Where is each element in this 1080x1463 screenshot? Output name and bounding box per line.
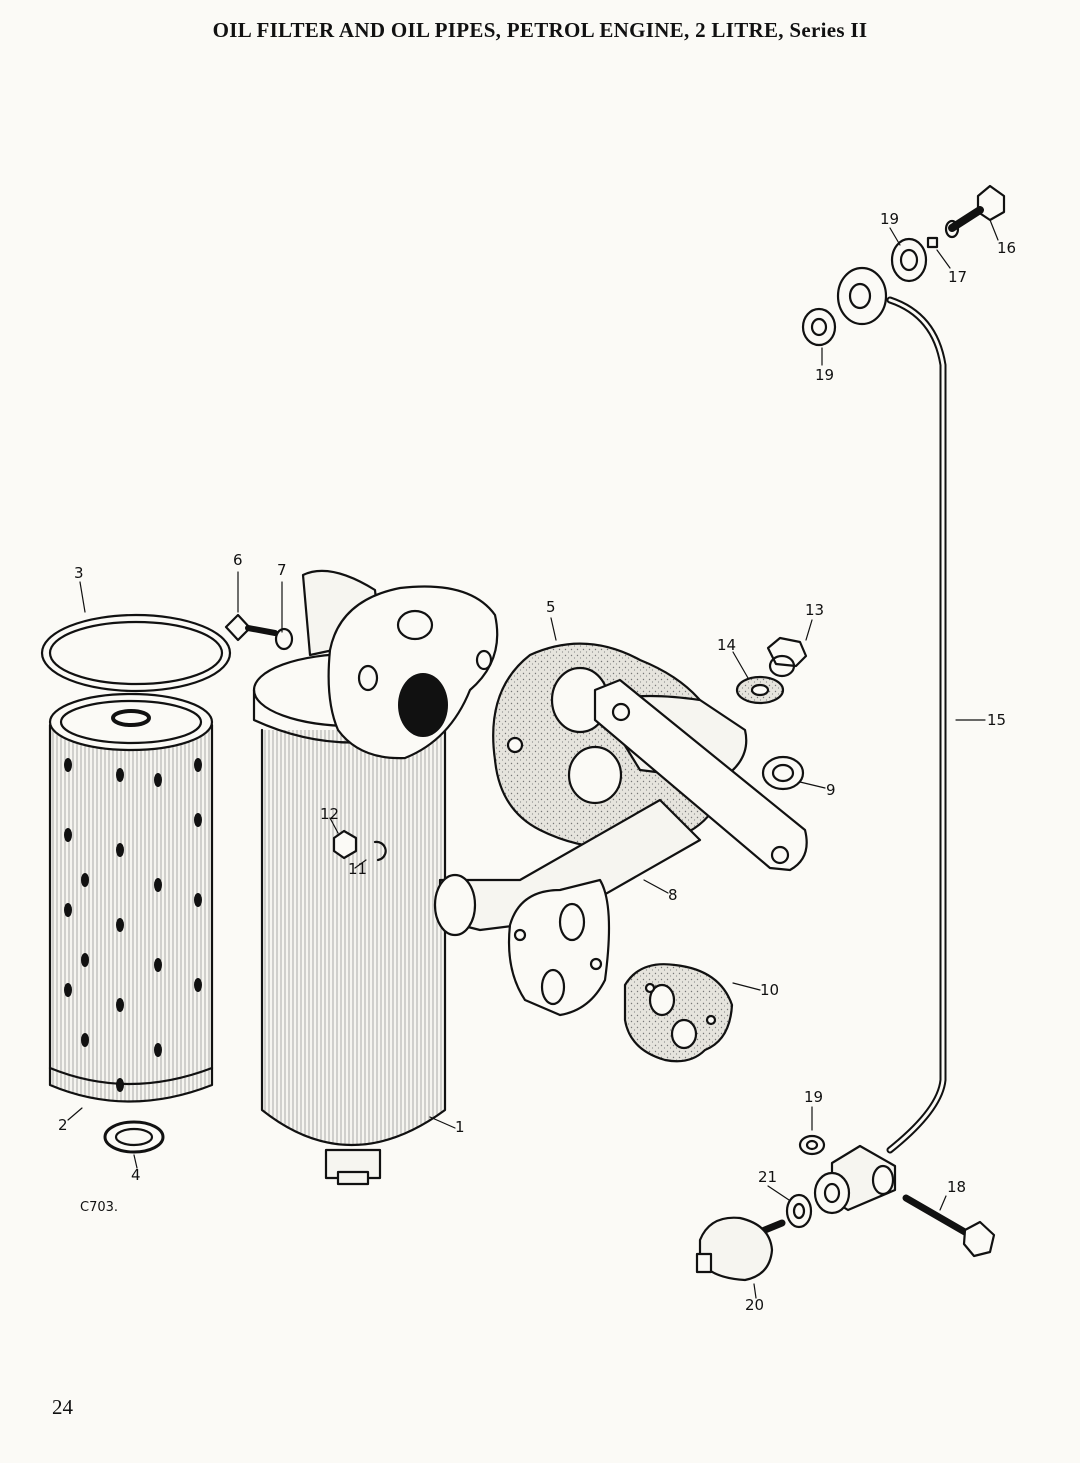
plug-part-13 bbox=[766, 636, 808, 678]
page-title: OIL FILTER AND OIL PIPES, PETROL ENGINE,… bbox=[212, 18, 868, 42]
callout-1: 1 bbox=[455, 1118, 465, 1136]
callout-11: 11 bbox=[348, 860, 368, 878]
leader-lines bbox=[67, 219, 999, 1299]
washer-part-4 bbox=[103, 1120, 165, 1154]
filter-gauze-part-17 bbox=[926, 236, 939, 249]
callout-16: 16 bbox=[997, 239, 1017, 257]
tee-union bbox=[813, 1144, 897, 1215]
callout-8: 8 bbox=[668, 886, 678, 904]
page-number: 24 bbox=[52, 1395, 73, 1419]
callout-5: 5 bbox=[546, 598, 556, 616]
gasket-part-10 bbox=[623, 963, 734, 1063]
washer-part-14 bbox=[735, 675, 785, 705]
washer-part-19-top bbox=[890, 237, 928, 283]
callout-10: 10 bbox=[760, 981, 780, 999]
callout-13: 13 bbox=[805, 601, 825, 619]
washer-part-19-mid bbox=[801, 307, 837, 347]
figure-code: C703. bbox=[80, 1200, 119, 1215]
callout-21: 21 bbox=[758, 1168, 778, 1186]
banjo-bolt-part-16 bbox=[944, 184, 1006, 239]
washer-part-21 bbox=[785, 1193, 813, 1229]
sealing-ring-part-3 bbox=[40, 613, 232, 693]
callout-12: 12 bbox=[320, 805, 340, 823]
callout-18: 18 bbox=[947, 1178, 967, 1196]
bolt-part-6 bbox=[224, 613, 278, 642]
callout-19-mid: 19 bbox=[815, 366, 835, 384]
filter-bowl-part-1 bbox=[252, 569, 499, 1186]
spring-washer-part-7 bbox=[274, 627, 294, 651]
callout-2: 2 bbox=[58, 1116, 68, 1134]
callout-6: 6 bbox=[233, 551, 243, 569]
spring-washer-part-11 bbox=[373, 840, 387, 862]
callout-3: 3 bbox=[74, 564, 84, 582]
callout-14: 14 bbox=[717, 636, 737, 654]
washer-part-19-bottom bbox=[798, 1134, 826, 1156]
callout-19-top: 19 bbox=[880, 210, 900, 228]
callout-20: 20 bbox=[745, 1296, 765, 1314]
filter-element-part-2 bbox=[48, 692, 214, 1103]
nut-part-12 bbox=[332, 829, 358, 860]
callout-17: 17 bbox=[948, 268, 968, 286]
callout-4: 4 bbox=[131, 1166, 141, 1184]
pressure-switch-part-20 bbox=[695, 1216, 786, 1282]
callout-19-bottom: 19 bbox=[804, 1088, 824, 1106]
callout-9: 9 bbox=[826, 781, 836, 799]
washer-part-9 bbox=[761, 755, 805, 791]
oil-pipe-part-15 bbox=[886, 296, 947, 1154]
callout-15: 15 bbox=[987, 711, 1007, 729]
bolt-part-18 bbox=[902, 1194, 996, 1258]
adaptor-part-8 bbox=[433, 678, 808, 1017]
banjo-union bbox=[836, 266, 888, 326]
callout-7: 7 bbox=[277, 561, 287, 579]
